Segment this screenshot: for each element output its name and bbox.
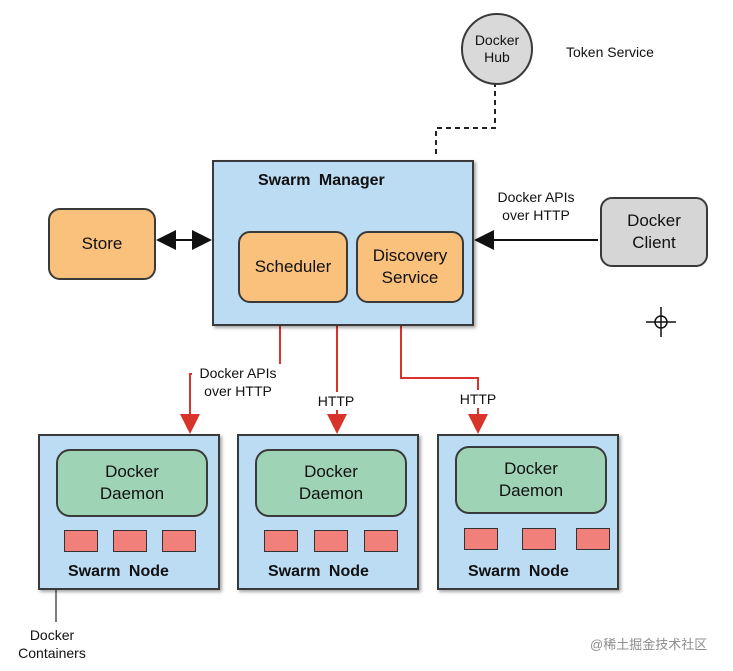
docker-daemon-3: Docker Daemon: [455, 446, 607, 514]
docker-client-node: Docker Client: [600, 197, 708, 267]
docker-containers-label: Docker Containers: [18, 627, 86, 661]
client-edge-label: Docker APIs over HTTP: [497, 189, 575, 223]
hub-dashed-link: [435, 82, 496, 158]
docker-daemon-2: Docker Daemon: [255, 449, 407, 517]
container-3-3: [576, 528, 610, 550]
container-3-1: [464, 528, 498, 550]
scheduler-node: Scheduler: [238, 231, 348, 303]
swarm-node-1-title: Swarm Node: [68, 563, 169, 580]
swarm-node-3-title: Swarm Node: [468, 563, 569, 580]
docker-daemon-1: Docker Daemon: [56, 449, 208, 517]
discovery-service-node: Discovery Service: [356, 231, 464, 303]
container-1-3: [162, 530, 196, 552]
node1-edge-label: Docker APIs over HTTP: [192, 364, 284, 400]
container-2-3: [364, 530, 398, 552]
watermark: @稀土掘金技术社区: [590, 637, 708, 652]
container-2-2: [314, 530, 348, 552]
docker-hub-node: Docker Hub: [461, 13, 533, 85]
manager-node3-arrow: [400, 325, 488, 434]
node3-edge-label: HTTP: [448, 390, 508, 408]
swarm-manager-title: Swarm Manager: [258, 172, 385, 189]
container-3-2: [522, 528, 556, 550]
token-service-label: Token Service: [566, 44, 654, 60]
container-1-1: [64, 530, 98, 552]
crosshair-icon: [646, 307, 676, 337]
node2-edge-label: HTTP: [306, 392, 366, 410]
swarm-node-2-title: Swarm Node: [268, 563, 369, 580]
store-node: Store: [48, 208, 156, 280]
container-1-2: [113, 530, 147, 552]
container-2-1: [264, 530, 298, 552]
